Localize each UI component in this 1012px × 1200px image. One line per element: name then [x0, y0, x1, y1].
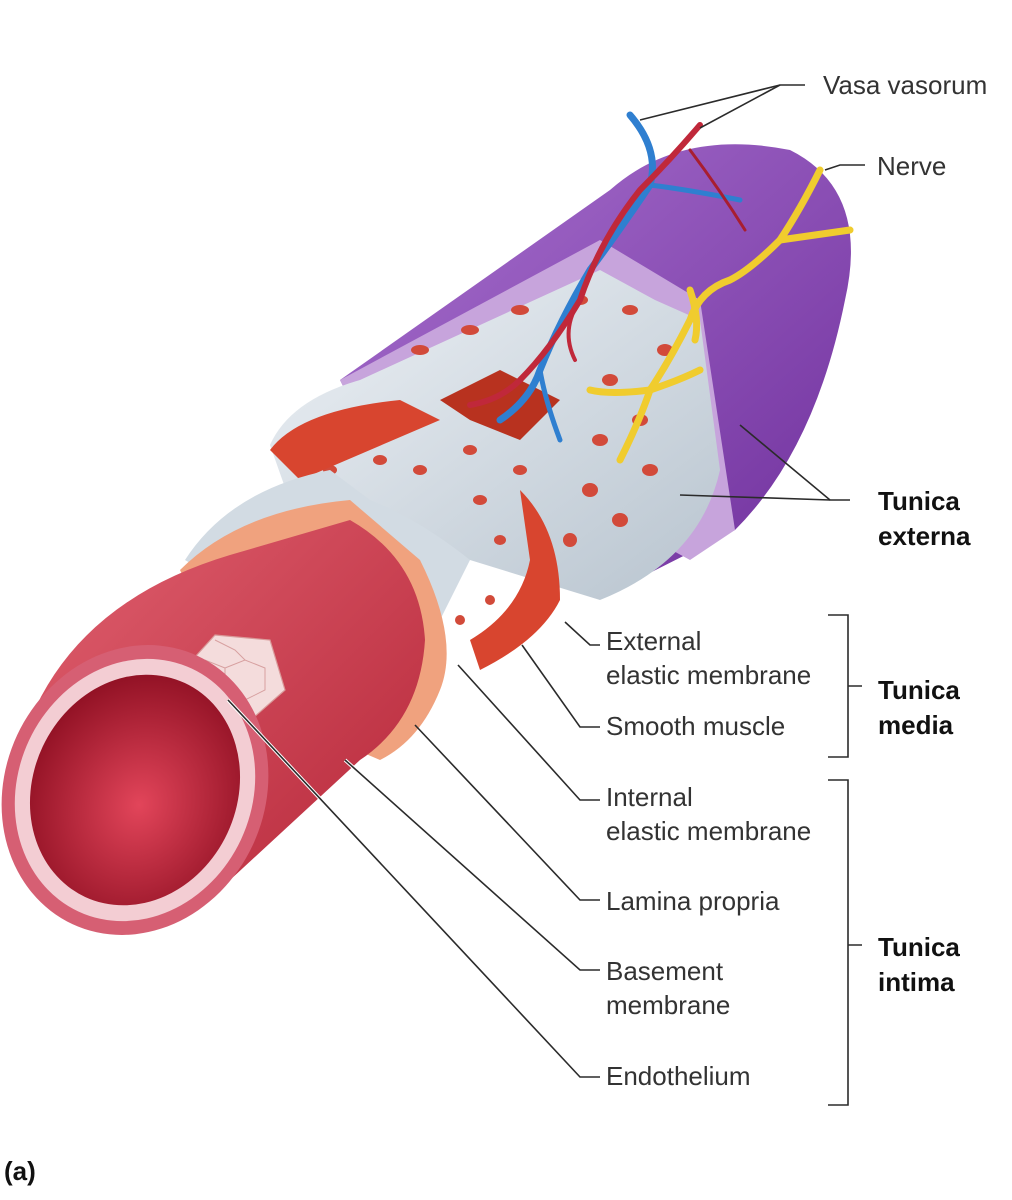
group-tunica-intima-line1: Tunica — [878, 932, 960, 962]
label-lamina-propria: Lamina propria — [606, 886, 780, 916]
label-nerve: Nerve — [877, 151, 946, 181]
nerve-vessel — [586, 166, 854, 464]
bracket-tunica-media — [828, 614, 862, 758]
label-internal-elastic-line1: Internal — [606, 782, 693, 812]
label-smooth-muscle: Smooth muscle — [606, 711, 785, 741]
vessel-illustration — [1, 111, 854, 935]
leader-lines — [226, 84, 865, 1079]
leader-lamina-propria — [414, 724, 600, 901]
lumen-opening — [1, 645, 269, 935]
leader-nerve — [824, 164, 865, 171]
labels: Vasa vasorum Nerve External elastic memb… — [4, 70, 987, 1186]
leader-external-elastic — [564, 621, 600, 646]
leader-tunica-externa-inner — [679, 494, 831, 501]
group-tunica-media-line1: Tunica — [878, 675, 960, 705]
leader-endothelium — [227, 699, 600, 1078]
vasa-vasorum-vessels — [467, 111, 747, 443]
group-tunica-externa-line1: Tunica — [878, 486, 960, 516]
leader-vasa-vasorum-artery — [699, 84, 781, 129]
group-tunica-externa-line2: externa — [878, 521, 971, 551]
elastic-fenestrations — [323, 295, 673, 625]
group-tunica-media-line2: media — [878, 710, 954, 740]
leader-smooth-muscle — [521, 644, 600, 728]
label-external-elastic-line1: External — [606, 626, 701, 656]
figure-label: (a) — [4, 1156, 36, 1186]
label-internal-elastic-line2: elastic membrane — [606, 816, 811, 846]
leader-vasa-vasorum-vein — [639, 84, 805, 121]
label-vasa-vasorum: Vasa vasorum — [823, 70, 987, 100]
brackets — [828, 614, 862, 1106]
label-basement-membrane-line2: membrane — [606, 990, 730, 1020]
leader-internal-elastic — [457, 664, 600, 801]
label-external-elastic-line2: elastic membrane — [606, 660, 811, 690]
label-endothelium: Endothelium — [606, 1061, 751, 1091]
bracket-tunica-intima — [828, 779, 862, 1106]
group-tunica-intima-line2: intima — [878, 967, 955, 997]
label-basement-membrane-line1: Basement — [606, 956, 724, 986]
leader-basement-membrane — [344, 759, 600, 971]
